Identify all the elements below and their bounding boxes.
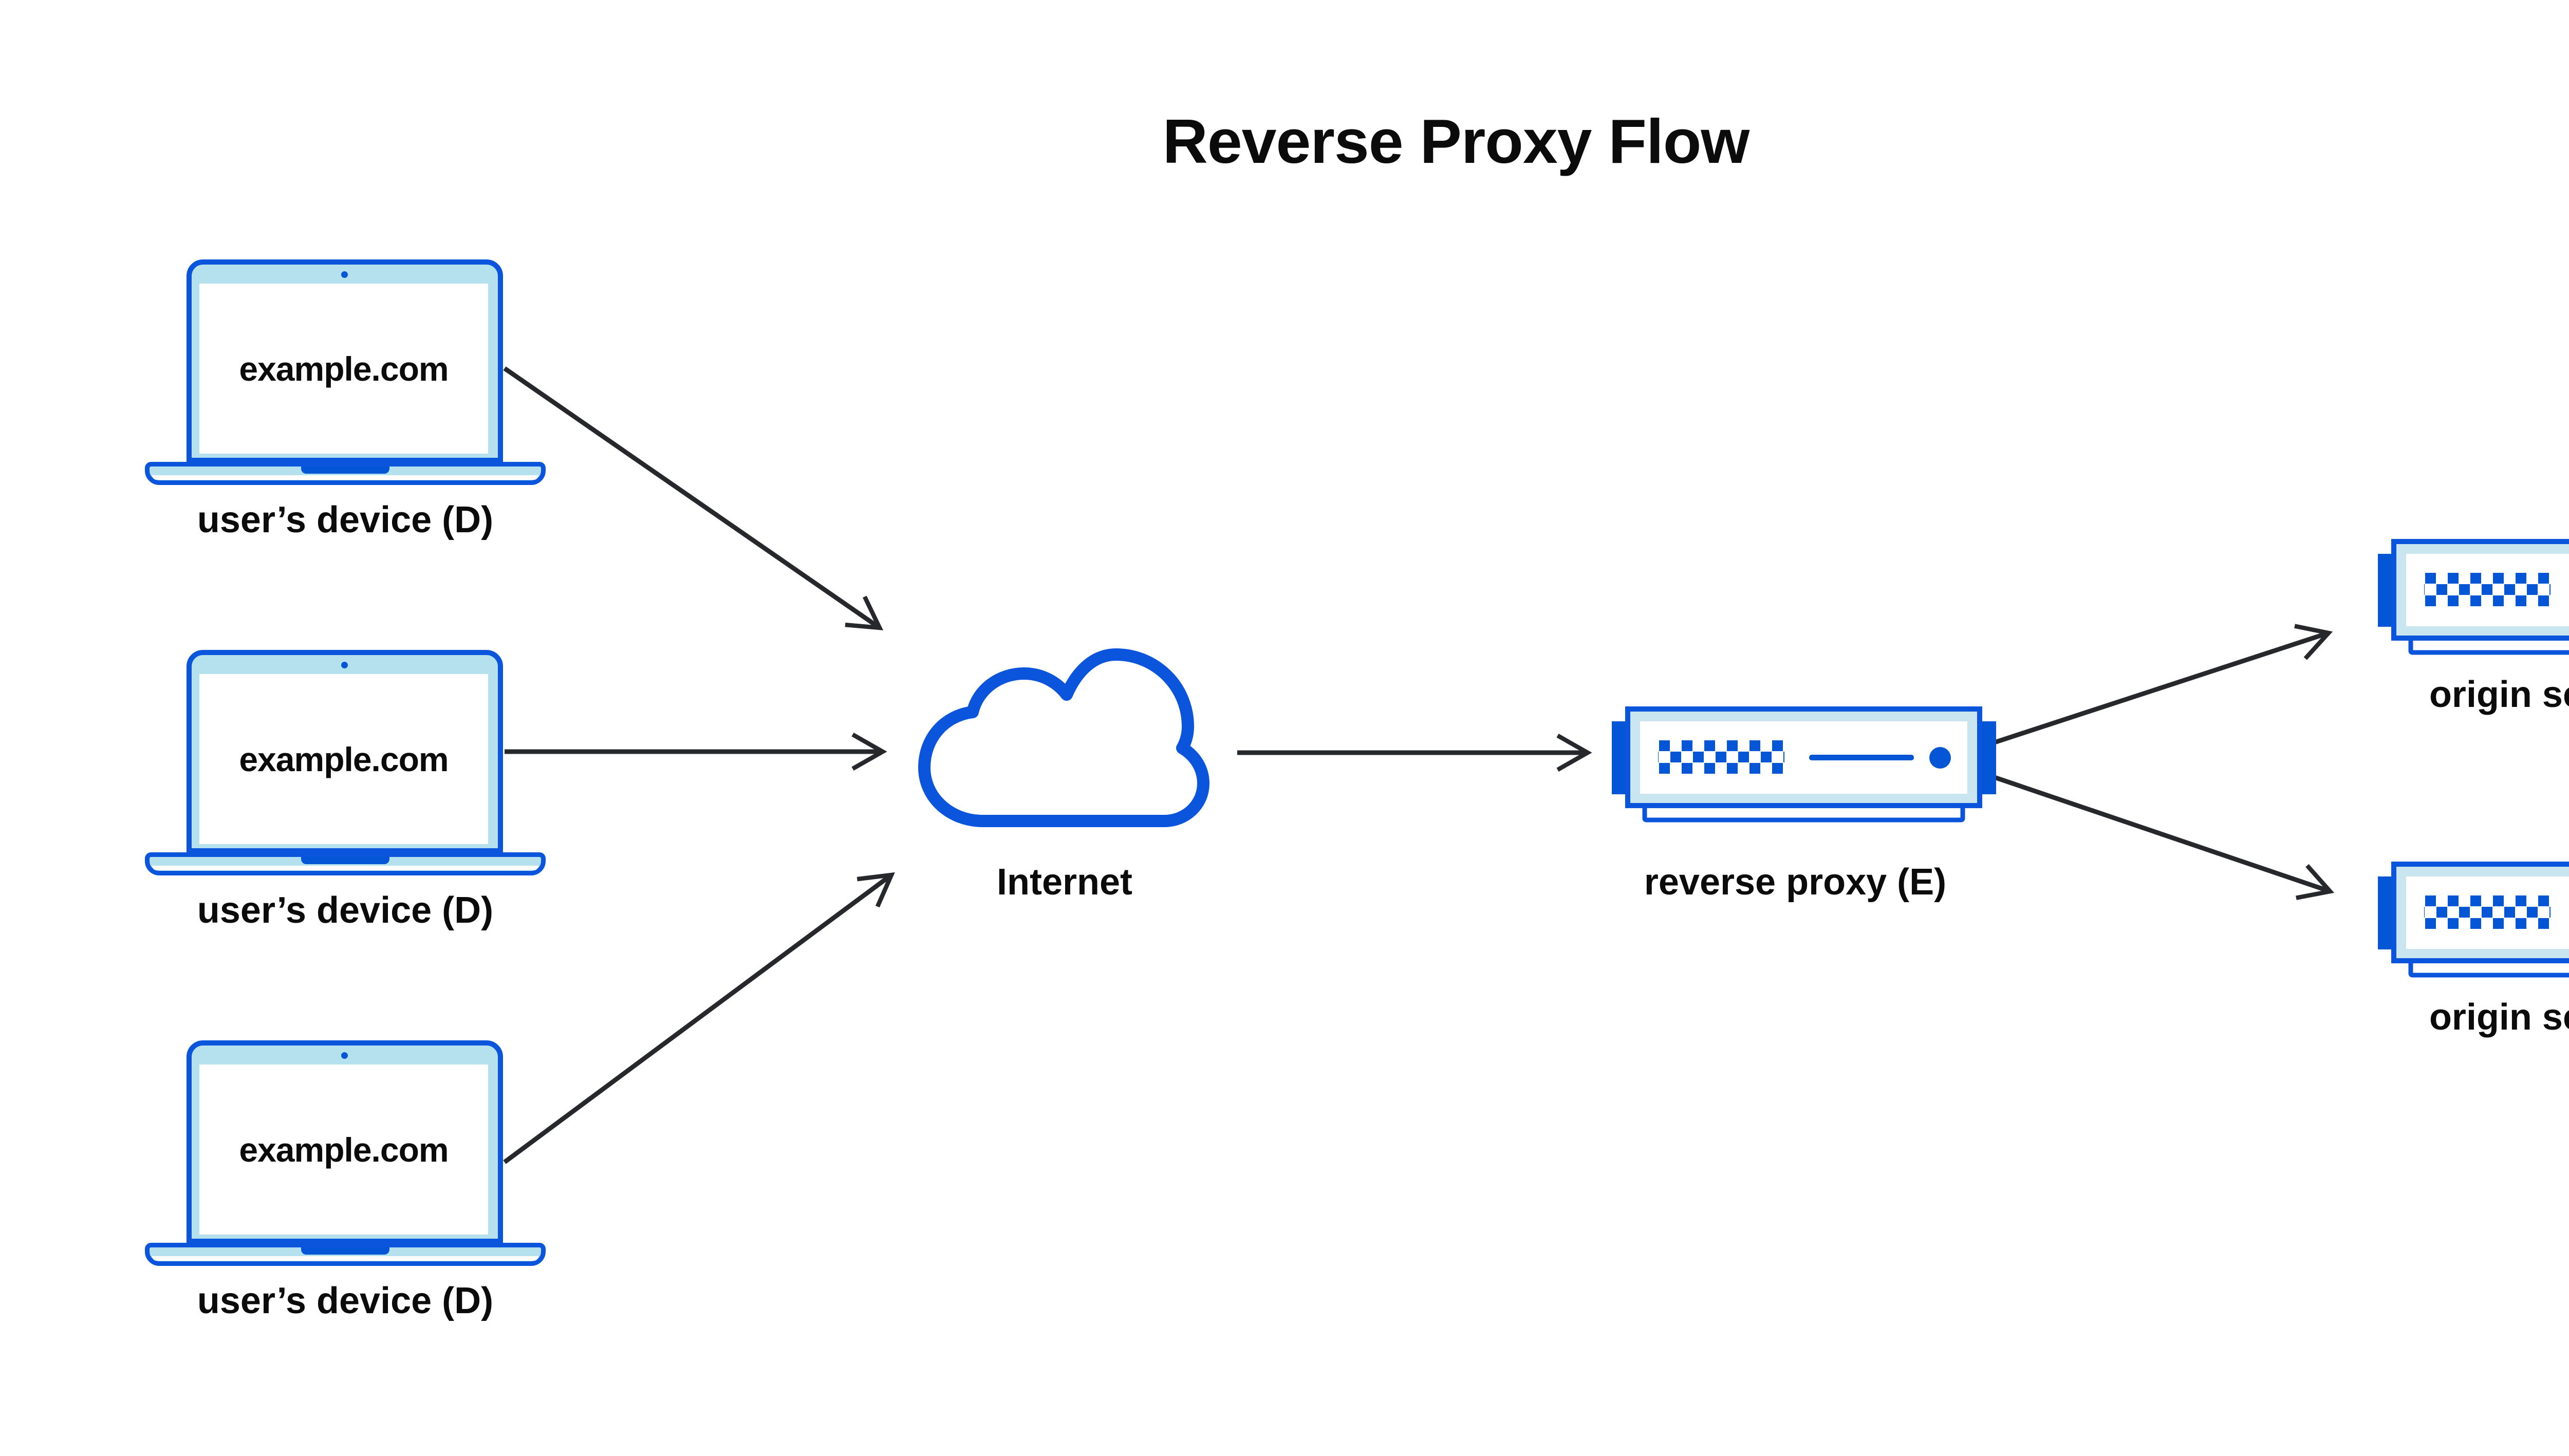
server-rack-icon — [2378, 862, 2569, 978]
user-device-node-2: example.com user’s device (D) — [145, 650, 546, 974]
laptop-screen: example.com — [199, 674, 488, 844]
webcam-dot-icon — [341, 1052, 348, 1059]
screen-url-text: example.com — [239, 740, 449, 778]
laptop-base — [145, 462, 546, 485]
device-label: user’s device (D) — [197, 1280, 494, 1321]
laptop-hinge-notch — [301, 1247, 389, 1255]
webcam-dot-icon — [341, 271, 348, 278]
laptop-hinge-notch — [301, 857, 389, 864]
server-vent-dots — [1658, 740, 1784, 774]
reverse-proxy-label: reverse proxy (E) — [1644, 862, 1947, 903]
server-rack-icon — [1612, 706, 1996, 823]
cloud-icon — [918, 648, 1209, 827]
arrow-proxy-to-origin2 — [1992, 774, 2335, 900]
server-rack-icon — [2378, 539, 2569, 655]
server-slot-line — [1809, 755, 1914, 760]
laptop-screen: example.com — [199, 1065, 488, 1235]
server-vent-dots — [2424, 895, 2551, 929]
laptop-base — [145, 1243, 546, 1266]
laptop-icon: example.com — [187, 1040, 503, 1244]
screen-url-text: example.com — [239, 1130, 449, 1169]
laptop-hinge-notch — [301, 466, 389, 474]
origin-server-label-2: origin server (F) — [2429, 997, 2569, 1038]
origin-server-label-1: origin server (F) — [2429, 674, 2569, 715]
internet-label: Internet — [996, 862, 1133, 903]
device-label: user’s device (D) — [197, 890, 494, 931]
user-device-node-3: example.com user’s device (D) — [145, 1040, 546, 1364]
laptop-icon: example.com — [187, 650, 503, 853]
arrow-device1-to-internet — [503, 366, 884, 630]
laptop-icon: example.com — [187, 259, 503, 463]
laptop-base — [145, 852, 546, 875]
device-label: user’s device (D) — [197, 499, 494, 540]
page-title: Reverse Proxy Flow — [1162, 106, 1750, 176]
arrow-device3-to-internet — [503, 872, 895, 1164]
arrow-proxy-to-origin1 — [1992, 624, 2333, 745]
webcam-dot-icon — [341, 662, 348, 668]
server-power-dot — [1929, 747, 1951, 769]
user-device-node-1: example.com user’s device (D) — [145, 259, 546, 583]
server-vent-dots — [2424, 573, 2551, 607]
screen-url-text: example.com — [239, 349, 449, 388]
laptop-screen: example.com — [199, 284, 488, 454]
